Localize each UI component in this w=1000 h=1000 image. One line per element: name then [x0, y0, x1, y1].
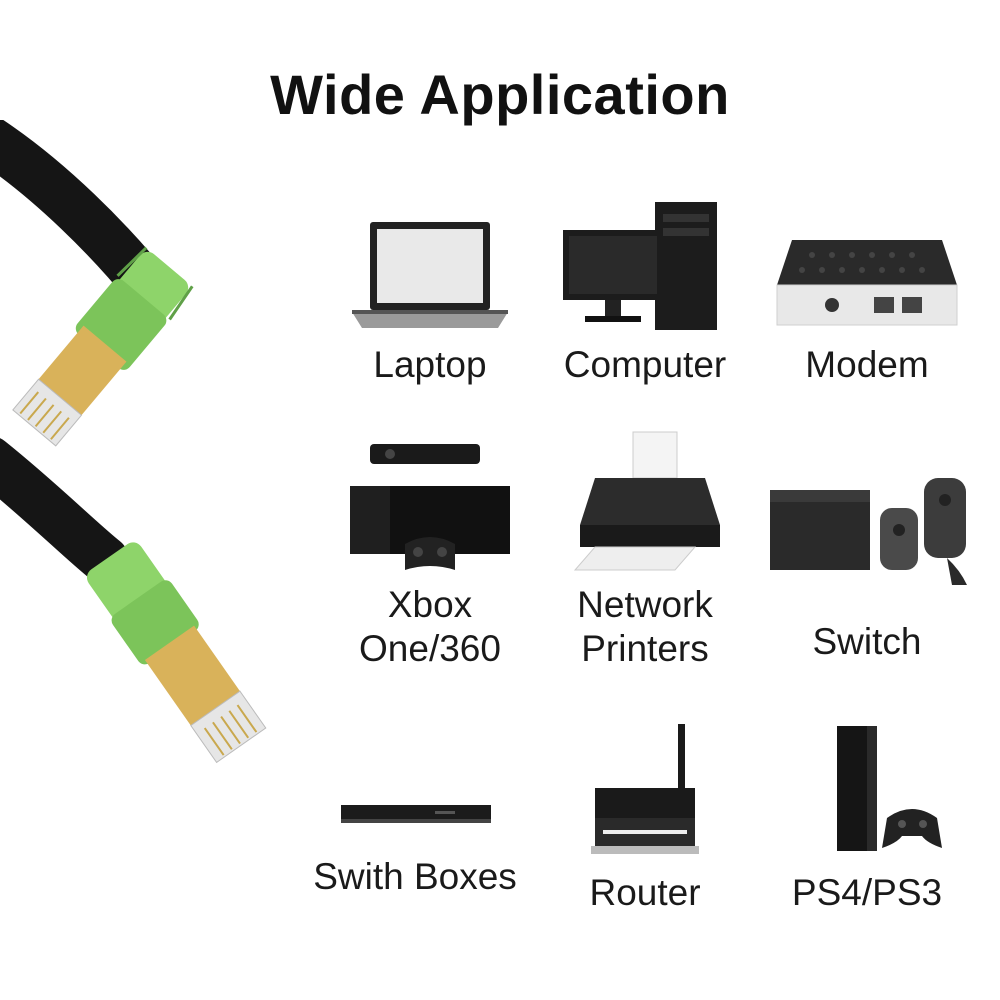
modem-icon — [776, 240, 958, 326]
set-top-box-icon — [341, 805, 491, 823]
device-modem: Modem — [752, 200, 982, 387]
device-switch: Switch — [752, 470, 982, 664]
device-label: Xbox One/360 — [315, 583, 545, 671]
device-label: Computer — [563, 344, 727, 385]
device-label: Modem — [805, 344, 929, 385]
device-label: Router — [589, 872, 701, 913]
device-set-top-box: Swith Boxes — [290, 775, 540, 899]
laptop-icon — [352, 222, 508, 328]
ethernet-cables-image — [0, 120, 267, 764]
device-label: Swith Boxes — [313, 856, 517, 897]
printer-icon — [573, 431, 720, 571]
device-label-line: One/360 — [359, 628, 501, 669]
device-label: Laptop — [373, 344, 487, 385]
desktop-computer-icon — [563, 202, 717, 330]
device-label-line: Printers — [581, 628, 709, 669]
device-printer: Network Printers — [530, 430, 760, 671]
device-label-line: Network — [577, 584, 713, 625]
nintendo-switch-icon — [770, 478, 967, 585]
device-laptop: Laptop — [315, 200, 545, 387]
playstation-icon — [837, 726, 942, 851]
xbox-console-icon — [350, 444, 510, 570]
page-title: Wide Application — [270, 63, 730, 126]
device-playstation: PS4/PS3 — [752, 718, 982, 915]
device-label-line: Xbox — [387, 584, 473, 625]
router-icon — [591, 724, 699, 854]
device-label: PS4/PS3 — [791, 872, 943, 913]
device-router: Router — [530, 718, 760, 915]
device-label: Network Printers — [530, 583, 760, 671]
device-computer: Computer — [530, 200, 760, 387]
device-label: Switch — [812, 621, 922, 662]
device-xbox: Xbox One/360 — [315, 440, 545, 671]
